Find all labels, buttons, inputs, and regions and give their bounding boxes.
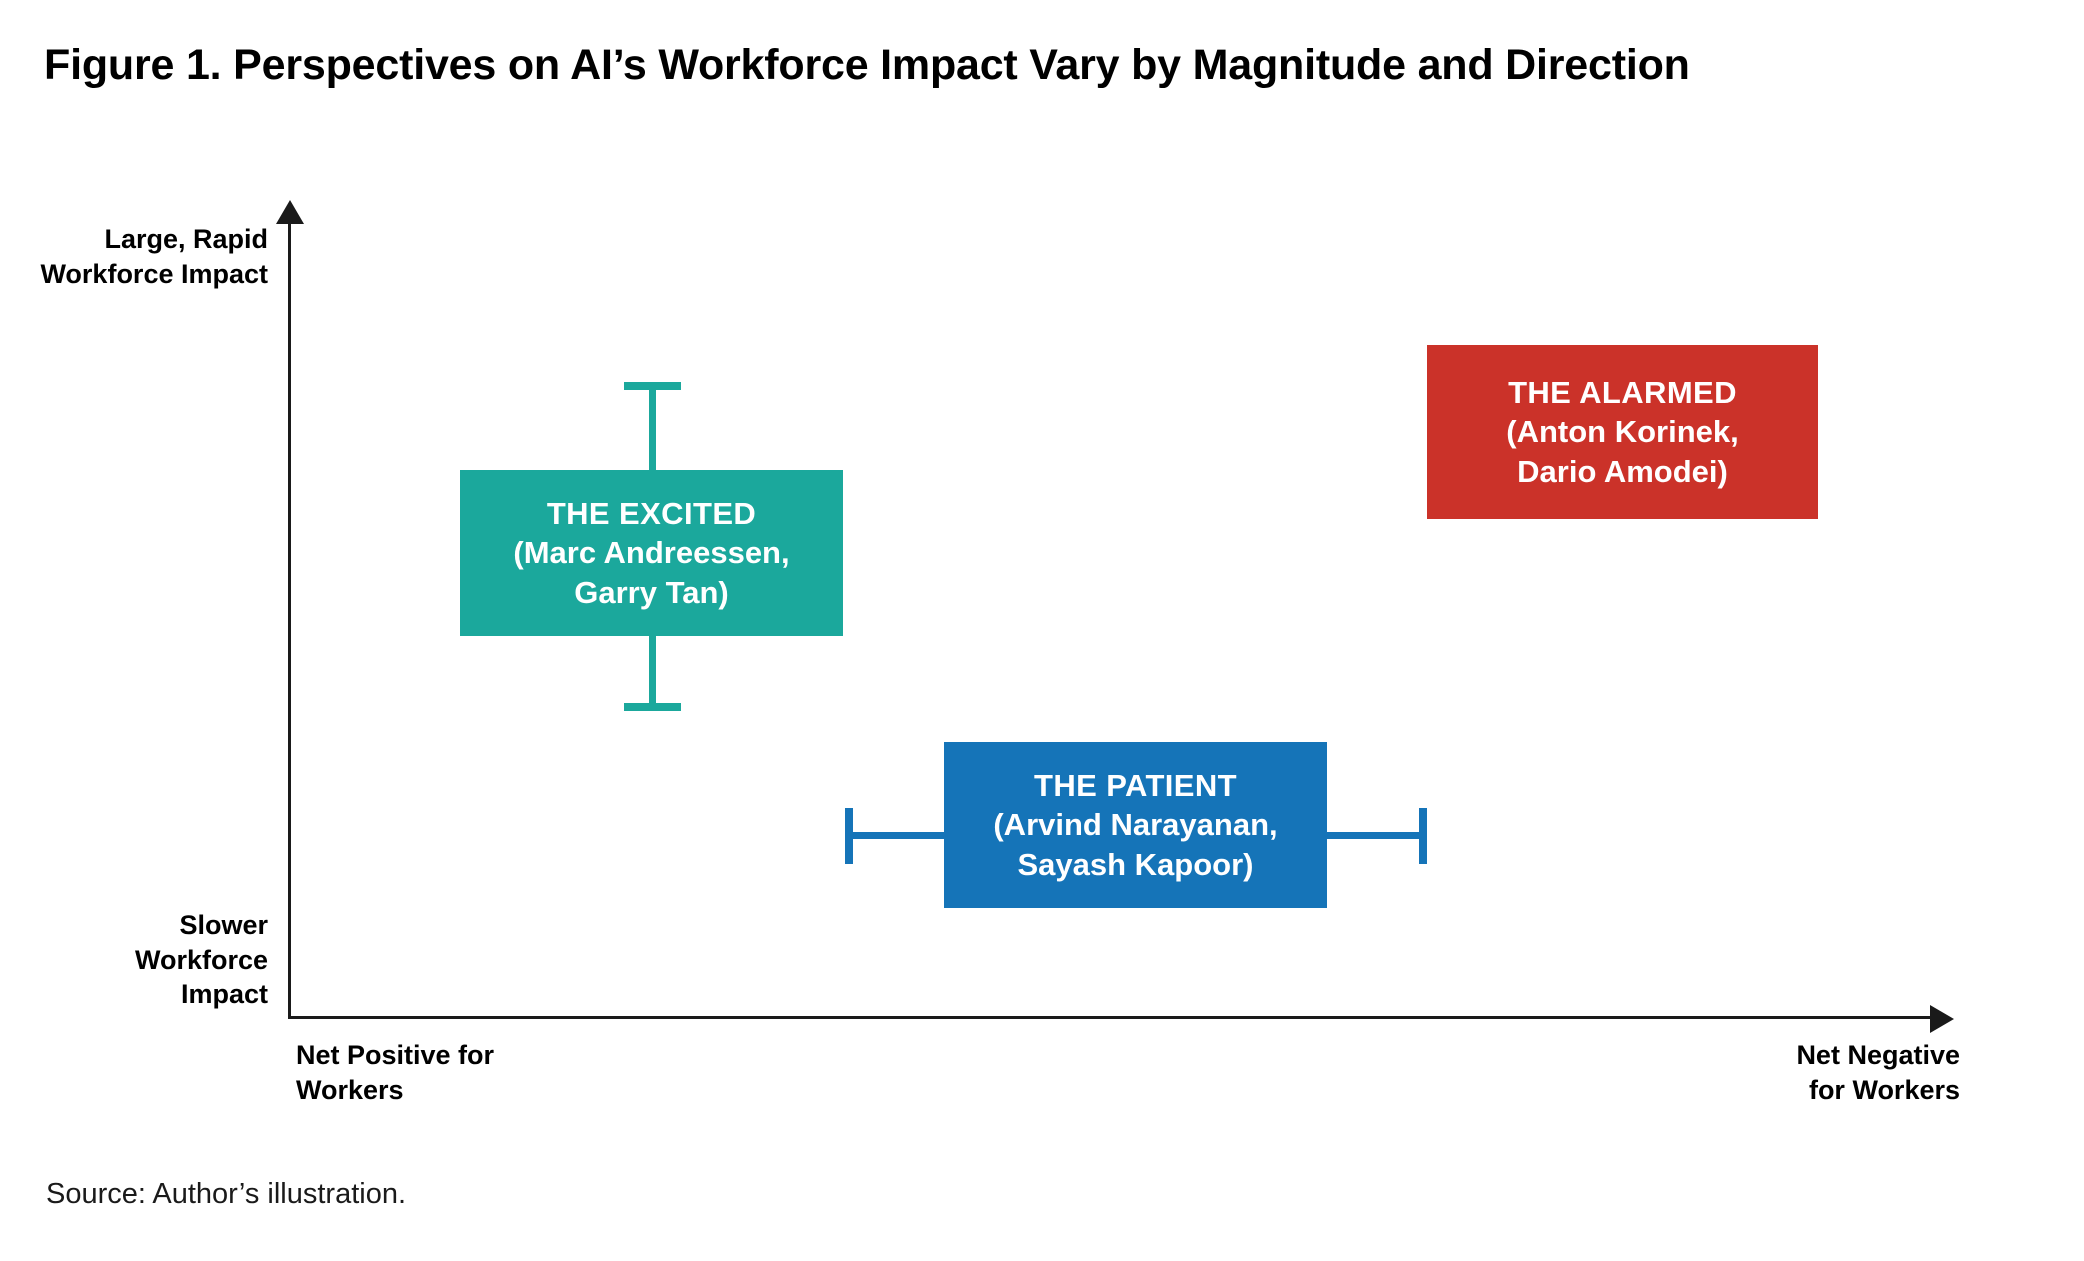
- x-axis-label-left-line2: Workers: [296, 1074, 404, 1105]
- patient-whisker-cap-right: [1419, 808, 1427, 864]
- y-axis-label-bottom-line2: Workforce: [134, 944, 268, 975]
- y-axis-label-bottom-line1: Slower: [179, 910, 268, 940]
- excited-whisker-stem-lower: [649, 632, 656, 710]
- y-axis-label-bottom-line3: Impact: [180, 979, 268, 1010]
- patient-subtitle-line1: (Arvind Narayanan,: [993, 807, 1278, 843]
- marker-the-excited[interactable]: THE EXCITED (Marc Andreessen, Garry Tan): [460, 470, 843, 636]
- x-axis-line: [288, 1016, 1943, 1019]
- alarmed-title: THE ALARMED: [1508, 375, 1737, 411]
- x-axis-label-left: Net Positive for Workers: [296, 1038, 656, 1107]
- x-axis-label-right: Net Negative for Workers: [1560, 1038, 1960, 1107]
- y-axis-label-top-line1: Large, Rapid: [104, 224, 268, 254]
- source-note: Source: Author’s illustration.: [46, 1178, 407, 1210]
- patient-whisker-stem-left: [848, 832, 948, 839]
- patient-whisker-stem-right: [1323, 832, 1424, 839]
- alarmed-subtitle-line2: Dario Amodei): [1517, 453, 1728, 489]
- alarmed-subtitle-line1: (Anton Korinek,: [1506, 414, 1739, 450]
- page-title: Figure 1. Perspectives on AI’s Workforce…: [44, 41, 1690, 89]
- excited-subtitle-line1: (Marc Andreessen,: [513, 535, 790, 571]
- y-axis-arrow-icon: [276, 200, 304, 224]
- x-axis-label-left-line1: Net Positive for: [296, 1040, 495, 1070]
- excited-subtitle-line2: Garry Tan): [574, 574, 729, 610]
- x-axis-label-right-line1: Net Negative: [1796, 1040, 1960, 1070]
- y-axis-line: [288, 212, 291, 1018]
- x-axis-label-right-line2: for Workers: [1808, 1074, 1960, 1105]
- y-axis-label-bottom: Slower Workforce Impact: [40, 908, 268, 1012]
- patient-title: THE PATIENT: [1033, 768, 1238, 804]
- excited-title: THE EXCITED: [546, 496, 757, 532]
- y-axis-label-top: Large, Rapid Workforce Impact: [40, 222, 268, 291]
- marker-the-alarmed[interactable]: THE ALARMED (Anton Korinek, Dario Amodei…: [1427, 345, 1818, 519]
- patient-subtitle-line2: Sayash Kapoor): [1017, 846, 1254, 882]
- marker-the-patient[interactable]: THE PATIENT (Arvind Narayanan, Sayash Ka…: [944, 742, 1327, 908]
- x-axis-arrow-icon: [1930, 1005, 1954, 1033]
- y-axis-label-top-line2: Workforce Impact: [40, 258, 268, 289]
- excited-whisker-cap-lower: [624, 703, 681, 711]
- excited-whisker-stem-upper: [649, 385, 656, 475]
